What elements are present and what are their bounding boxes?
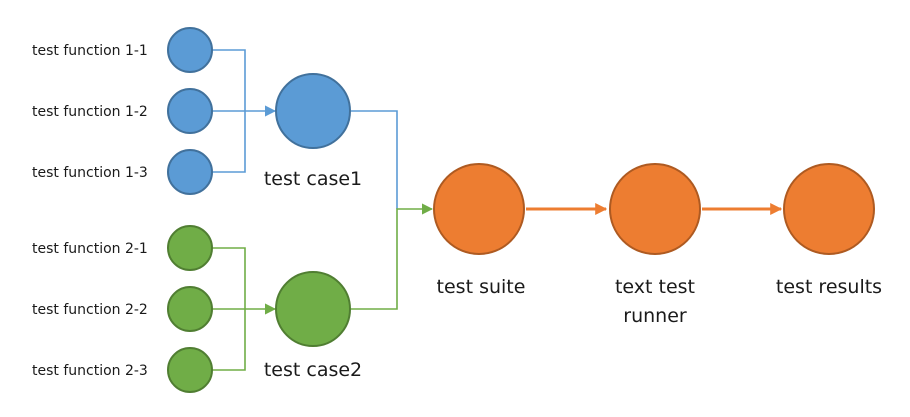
function-node-2-2 [167,286,213,332]
test-suite-node [433,163,525,255]
link-case1-to-suite [351,110,398,209]
function-label-2-3: test function 2-3 [32,363,148,379]
function-label-2-2: test function 2-2 [32,302,148,318]
link-f13-to-case1 [212,111,246,173]
test-case1-label: test case1 [264,168,362,190]
test-suite-label: test suite [437,276,526,298]
function-node-1-2 [167,88,213,134]
link-case2-to-suite [351,203,434,310]
test-results-label: test results [776,276,882,298]
function-label-1-2: test function 1-2 [32,104,148,120]
function-label-2-1: test function 2-1 [32,241,148,257]
group2-connectors [212,203,434,371]
link-f21-to-case2 [212,247,246,309]
text-test-runner-label-line2: runner [623,305,687,327]
function-label-1-3: test function 1-3 [32,165,148,181]
test-case2-node [275,271,351,347]
function-label-1-1: test function 1-1 [32,43,148,59]
function-node-1-3 [167,149,213,195]
text-test-runner-node [609,163,701,255]
function-node-1-1 [167,27,213,73]
test-case1-node [275,73,351,149]
link-f11-to-case1 [212,49,246,111]
link-f23-to-case2 [212,309,246,371]
test-results-node [783,163,875,255]
test-case2-label: test case2 [264,359,362,381]
function-node-2-3 [167,347,213,393]
text-test-runner-label-line1: text test [615,276,695,298]
function-node-2-1 [167,225,213,271]
group1-connectors [212,49,398,209]
